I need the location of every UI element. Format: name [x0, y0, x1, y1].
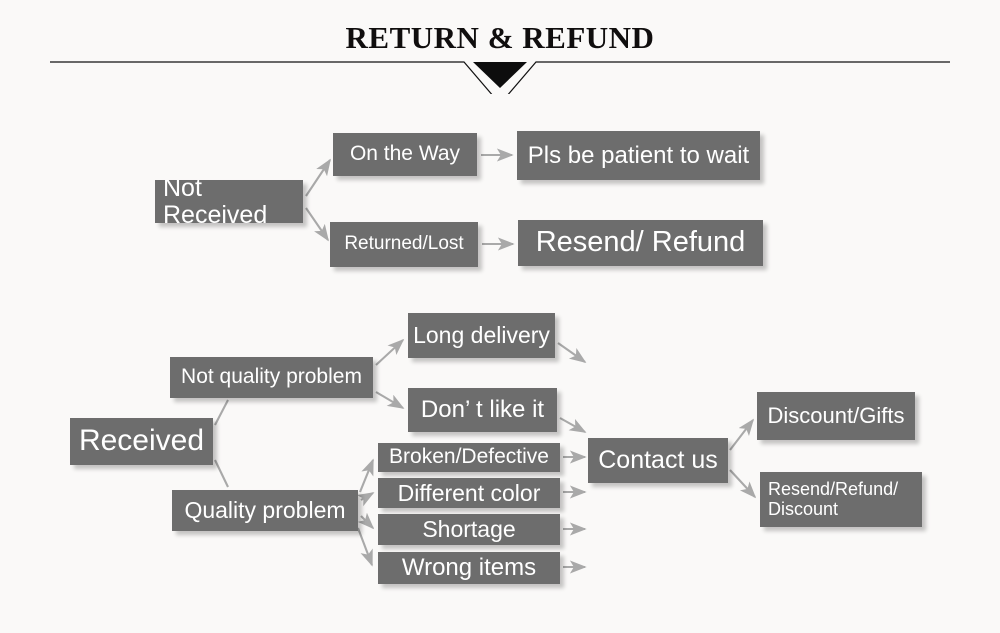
- node-dont_like_it: Don’ t like it: [408, 388, 557, 432]
- node-long_delivery: Long delivery: [408, 313, 555, 358]
- node-label-long_delivery: Long delivery: [413, 322, 550, 349]
- node-resend_refund: Resend/ Refund: [518, 220, 763, 266]
- connector-quality-to-broken-defective: [359, 458, 374, 493]
- connector-not-received-to-on-the-way: [305, 158, 331, 197]
- connector-not-quality-to-long-delivery: [375, 338, 405, 366]
- connector-received-to-not-quality: [214, 399, 229, 426]
- node-resend_refund_disc: Resend/Refund/ Discount: [760, 472, 922, 527]
- page-title: RETURN & REFUND: [345, 20, 655, 55]
- node-label-discount_gifts: Discount/Gifts: [767, 403, 905, 429]
- node-different_color: Different color: [378, 478, 560, 508]
- node-label-shortage: Shortage: [422, 516, 516, 543]
- node-label-different_color: Different color: [397, 479, 541, 506]
- connector-received-to-quality: [214, 459, 229, 488]
- connector-not-quality-to-dont-like-it: [375, 391, 405, 409]
- connector-not-received-to-returned-lost: [305, 207, 329, 242]
- solid-down-triangle-icon: [473, 62, 527, 88]
- connector-quality-to-different-color: [356, 492, 375, 507]
- node-returned_lost: Returned/Lost: [330, 222, 478, 267]
- node-label-broken_defective: Broken/Defective: [389, 445, 549, 469]
- node-label-resend_refund: Resend/ Refund: [535, 226, 746, 259]
- node-label-pls_be_patient: Pls be patient to wait: [527, 141, 750, 169]
- node-received: Received: [70, 418, 213, 465]
- node-on_the_way: On the Way: [333, 133, 477, 176]
- connector-long-delivery-to-contact-us: [557, 342, 587, 363]
- node-contact_us: Contact us: [588, 438, 728, 483]
- header: RETURN & REFUND: [0, 0, 1000, 105]
- node-shortage: Shortage: [378, 514, 560, 545]
- header-divider: [50, 61, 950, 94]
- node-not_quality: Not quality problem: [170, 357, 373, 398]
- node-label-contact_us: Contact us: [598, 446, 718, 474]
- node-label-on_the_way: On the Way: [349, 142, 461, 166]
- connector-contact-us-to-resend-refund-disc: [729, 469, 757, 499]
- connector-quality-to-shortage: [357, 512, 375, 530]
- node-label-wrong_items: Wrong items: [401, 554, 537, 582]
- node-label-dont_like_it: Don’ t like it: [420, 396, 545, 424]
- connector-contact-us-to-discount-gifts: [729, 418, 755, 451]
- node-label-not_quality: Not quality problem: [181, 365, 362, 389]
- node-label-resend_refund_disc: Resend/Refund/ Discount: [768, 479, 899, 519]
- node-label-returned_lost: Returned/Lost: [344, 233, 464, 255]
- node-label-not_received: Not Received: [163, 180, 268, 223]
- node-label-quality: Quality problem: [184, 497, 346, 524]
- node-wrong_items: Wrong items: [378, 552, 560, 584]
- node-quality: Quality problem: [172, 490, 358, 531]
- node-not_received: Not Received: [155, 180, 303, 223]
- node-broken_defective: Broken/Defective: [378, 443, 560, 472]
- connector-quality-to-wrong-items: [357, 527, 373, 567]
- connector-dont-like-it-to-contact-us: [559, 417, 587, 433]
- divider-line: [50, 61, 950, 94]
- node-pls_be_patient: Pls be patient to wait: [517, 131, 760, 180]
- node-label-received: Received: [78, 424, 205, 458]
- node-discount_gifts: Discount/Gifts: [757, 392, 915, 440]
